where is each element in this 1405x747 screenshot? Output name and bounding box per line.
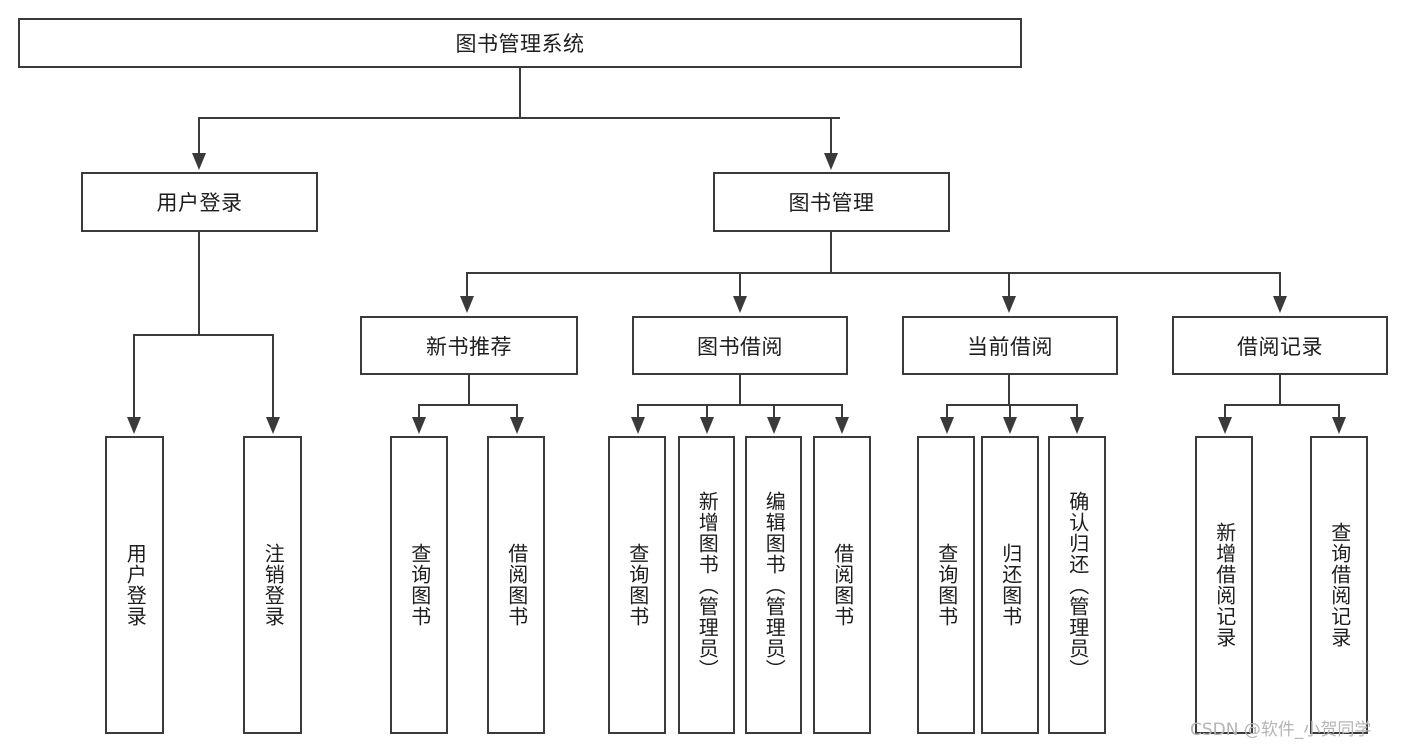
node-book-borrow: 图书借阅	[632, 316, 848, 375]
connector-cb-drop-3	[1076, 404, 1078, 419]
node-root: 图书管理系统	[18, 18, 1022, 68]
connector-borrow-record-stem	[1279, 375, 1281, 405]
arrow-to-leaf-cb-3	[1070, 417, 1084, 434]
arrow-to-current-borrow	[1002, 296, 1016, 313]
arrow-to-book-borrow	[733, 296, 747, 313]
arrow-to-leaf-bb-3	[767, 417, 781, 434]
csdn-watermark: CSDN @软件_小贺同学	[1190, 720, 1372, 740]
node-user-login: 用户登录	[81, 172, 318, 232]
leaf-cb-confirm-return: 确认归还（管理员）	[1048, 436, 1106, 734]
arrow-to-leaf-nb-2	[510, 417, 524, 434]
node-root-label: 图书管理系统	[455, 32, 585, 56]
connector-user-login-stem	[198, 232, 200, 335]
leaf-logout-label: 注销登录	[261, 543, 286, 627]
connector-current-borrow-bar	[946, 404, 1078, 406]
connector-cb-drop-1	[946, 404, 948, 419]
node-book-borrow-label: 图书借阅	[697, 334, 783, 359]
leaf-bb-query-book-label: 查询图书	[625, 543, 650, 627]
leaf-bb-query-book: 查询图书	[608, 436, 666, 734]
node-book-manage: 图书管理	[713, 172, 950, 232]
arrow-to-leaf-cb-1	[940, 417, 954, 434]
node-book-manage-label: 图书管理	[788, 191, 875, 215]
connector-level3-drop-4	[1279, 272, 1281, 297]
node-new-book: 新书推荐	[360, 316, 578, 375]
arrow-to-leaf-nb-1	[412, 417, 426, 434]
connector-level2-right-drop	[830, 117, 832, 155]
connector-new-book-drop-2	[516, 404, 518, 419]
arrow-to-leaf-bb-2	[700, 417, 714, 434]
connector-bb-drop-2	[706, 404, 708, 419]
leaf-user-login-label: 用户登录	[123, 543, 148, 627]
connector-level2-left-drop	[198, 117, 200, 155]
connector-level3-drop-3	[1008, 272, 1010, 297]
connector-user-login-bar	[133, 334, 274, 336]
leaf-br-query-record: 查询借阅记录	[1310, 436, 1368, 734]
connector-user-login-drop-1	[133, 334, 135, 418]
connector-borrow-record-bar	[1224, 404, 1340, 406]
arrow-to-leaf-cb-2	[1003, 417, 1017, 434]
connector-level3-drop-2	[739, 272, 741, 297]
connector-book-borrow-stem	[739, 375, 741, 405]
leaf-cb-query-book: 查询图书	[917, 436, 975, 734]
connector-user-login-drop-2	[272, 334, 274, 418]
leaf-cb-query-book-label: 查询图书	[934, 543, 959, 627]
node-borrow-record: 借阅记录	[1172, 316, 1388, 375]
arrow-to-user-login	[192, 153, 206, 170]
leaf-cb-confirm-return-label: 确认归还（管理员）	[1065, 490, 1090, 680]
leaf-bb-borrow-book-label: 借阅图书	[830, 543, 855, 627]
connector-level3-drop-1	[466, 272, 468, 297]
arrow-to-leaf-bb-1	[631, 417, 645, 434]
leaf-bb-borrow-book: 借阅图书	[813, 436, 871, 734]
connector-current-borrow-stem	[1008, 375, 1010, 405]
connector-level2-bar	[198, 117, 840, 119]
connector-new-book-drop-1	[418, 404, 420, 419]
connector-bb-drop-1	[637, 404, 639, 419]
arrow-to-borrow-record	[1273, 296, 1287, 313]
leaf-br-add-record-label: 新增借阅记录	[1212, 522, 1237, 648]
arrow-to-book-manage	[824, 153, 838, 170]
connector-book-manage-stem	[830, 232, 832, 274]
leaf-br-add-record: 新增借阅记录	[1195, 436, 1253, 734]
leaf-nb-borrow-book-label: 借阅图书	[504, 543, 529, 627]
connector-new-book-stem	[468, 375, 470, 405]
leaf-cb-return-book: 归还图书	[981, 436, 1039, 734]
connector-root-stem	[519, 68, 521, 118]
arrow-to-leaf-br-1	[1218, 417, 1232, 434]
arrow-to-new-book	[460, 296, 474, 313]
connector-bb-drop-4	[841, 404, 843, 419]
connector-br-drop-2	[1338, 404, 1340, 419]
leaf-logout: 注销登录	[243, 436, 302, 734]
node-current-borrow-label: 当前借阅	[967, 334, 1053, 359]
connector-br-drop-1	[1224, 404, 1226, 419]
connector-bb-drop-3	[773, 404, 775, 419]
node-borrow-record-label: 借阅记录	[1237, 334, 1323, 359]
arrow-to-leaf-br-2	[1332, 417, 1346, 434]
leaf-user-login: 用户登录	[105, 436, 164, 734]
connector-level3-bar	[466, 272, 1281, 274]
leaf-bb-edit-book: 编辑图书（管理员）	[745, 436, 802, 734]
connector-cb-drop-2	[1009, 404, 1011, 419]
node-new-book-label: 新书推荐	[426, 334, 512, 359]
leaf-br-query-record-label: 查询借阅记录	[1327, 522, 1352, 648]
leaf-nb-borrow-book: 借阅图书	[487, 436, 545, 734]
node-current-borrow: 当前借阅	[902, 316, 1118, 375]
leaf-bb-add-book: 新增图书（管理员）	[678, 436, 735, 734]
leaf-nb-query-book: 查询图书	[390, 436, 448, 734]
leaf-bb-edit-book-label: 编辑图书（管理员）	[762, 490, 787, 680]
leaf-cb-return-book-label: 归还图书	[998, 543, 1023, 627]
arrow-to-leaf-bb-4	[835, 417, 849, 434]
connector-book-borrow-bar	[637, 404, 843, 406]
leaf-bb-add-book-label: 新增图书（管理员）	[695, 490, 720, 680]
node-user-login-label: 用户登录	[156, 191, 243, 215]
arrow-to-leaf-logout	[266, 417, 280, 434]
arrow-to-leaf-user-login	[127, 417, 141, 434]
connector-new-book-bar	[418, 404, 518, 406]
leaf-nb-query-book-label: 查询图书	[407, 543, 432, 627]
